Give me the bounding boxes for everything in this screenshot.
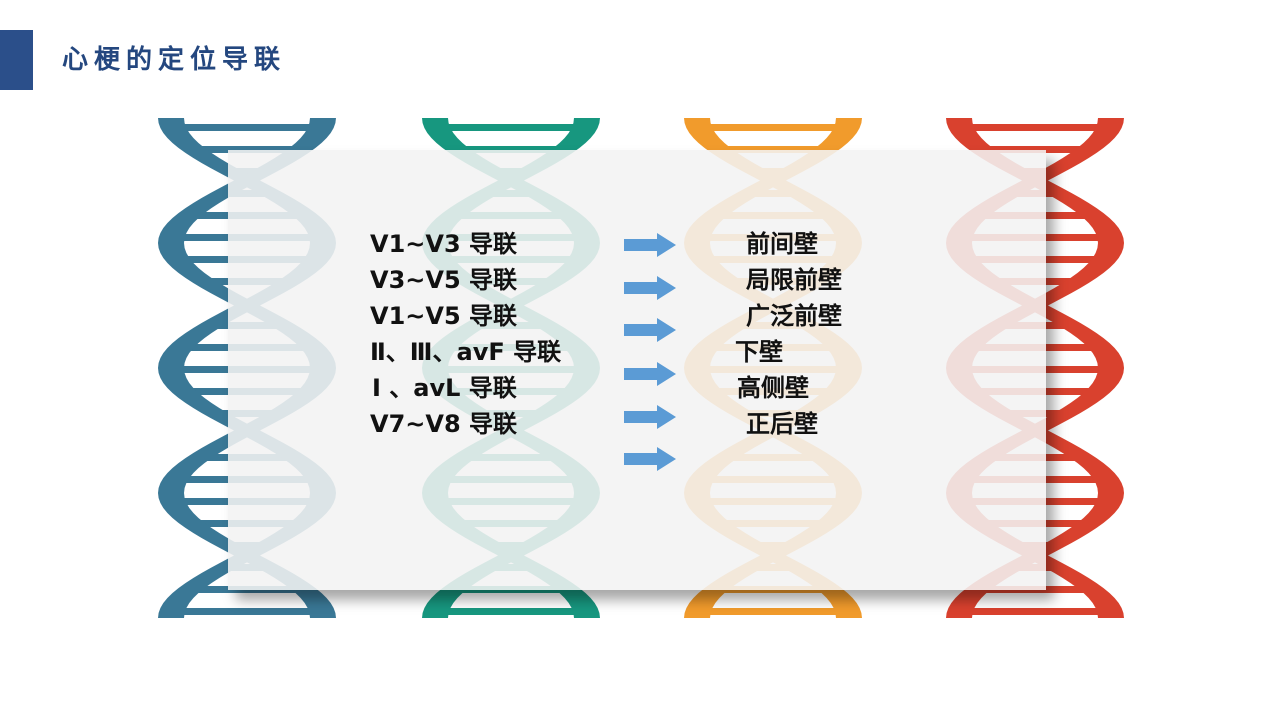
- wall-item: 局限前壁: [746, 266, 842, 294]
- helix-rung: [435, 124, 587, 131]
- right-arrow-icon: [624, 276, 676, 300]
- lead-item: Ⅱ、Ⅲ、avF 导联: [370, 338, 562, 366]
- helix-rung: [697, 124, 849, 131]
- right-arrow-icon: [624, 447, 676, 471]
- wall-item: 广泛前壁: [746, 302, 842, 330]
- wall-item: 下壁: [735, 338, 783, 366]
- helix-rung: [453, 146, 569, 153]
- wall-item: 正后壁: [746, 410, 818, 438]
- right-arrow-icon: [624, 362, 676, 386]
- helix-rung: [437, 608, 585, 615]
- lead-item: Ⅰ 、avL 导联: [372, 374, 517, 402]
- right-arrow-icon: [624, 318, 676, 342]
- helix-rung: [959, 124, 1111, 131]
- helix-rung: [189, 146, 305, 153]
- right-arrow-icon: [624, 405, 676, 429]
- page-title: 心梗的定位导联: [62, 45, 287, 75]
- helix-rung: [977, 146, 1093, 153]
- helix-rung: [961, 608, 1109, 615]
- lead-item: V3~V5 导联: [370, 266, 518, 294]
- right-arrow-icon: [624, 233, 676, 257]
- wall-item: 高侧壁: [737, 374, 809, 402]
- lead-item: V7~V8 导联: [370, 410, 518, 438]
- title-accent-bar: [0, 30, 33, 90]
- helix-rung: [171, 124, 323, 131]
- lead-item: V1~V3 导联: [370, 230, 518, 258]
- lead-item: V1~V5 导联: [370, 302, 518, 330]
- wall-item: 前间壁: [746, 230, 818, 258]
- helix-rung: [699, 608, 847, 615]
- helix-rung: [173, 608, 321, 615]
- helix-rung: [715, 146, 831, 153]
